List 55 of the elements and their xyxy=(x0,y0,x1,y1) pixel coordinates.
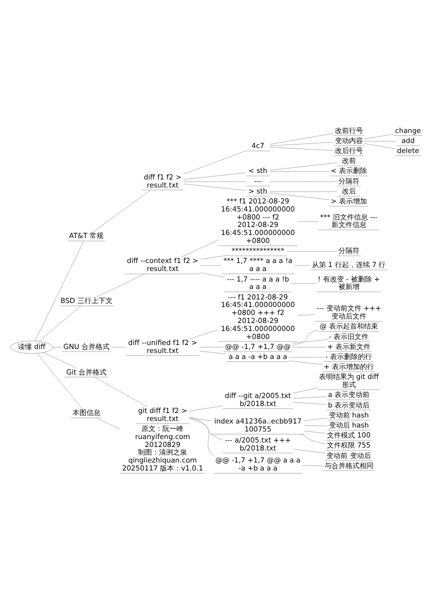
connector xyxy=(270,191,338,192)
connector xyxy=(304,417,328,420)
connector xyxy=(199,350,227,354)
connector xyxy=(200,272,224,277)
connector xyxy=(288,356,324,358)
connector xyxy=(183,150,246,174)
connector xyxy=(189,417,212,420)
connector xyxy=(200,254,230,260)
connector xyxy=(270,162,338,170)
connector xyxy=(364,133,394,139)
connector xyxy=(189,416,215,456)
connector xyxy=(96,417,120,429)
connector xyxy=(183,180,246,182)
connector xyxy=(291,282,317,284)
connector xyxy=(292,448,326,453)
connector xyxy=(270,141,334,146)
connector xyxy=(288,360,323,364)
connector xyxy=(180,239,218,257)
connector xyxy=(292,402,327,404)
connector xyxy=(96,273,145,297)
connector xyxy=(270,180,338,182)
connector xyxy=(92,189,151,232)
connector xyxy=(292,346,326,347)
connector xyxy=(300,433,326,444)
connector xyxy=(200,264,222,266)
connector xyxy=(189,405,223,411)
connector xyxy=(364,142,396,149)
connector xyxy=(52,346,62,347)
connector xyxy=(38,305,81,342)
connector xyxy=(183,183,246,190)
connector xyxy=(94,376,148,407)
connector xyxy=(189,329,219,339)
connector xyxy=(297,314,316,316)
connector xyxy=(183,172,246,180)
connector xyxy=(270,132,334,144)
connector xyxy=(292,338,328,344)
connector xyxy=(189,418,223,440)
connector xyxy=(36,352,83,409)
connector xyxy=(292,396,328,398)
connector xyxy=(302,464,324,466)
connector xyxy=(199,346,224,347)
connector xyxy=(364,140,396,141)
connector xyxy=(297,220,318,222)
connector xyxy=(270,192,330,200)
connector xyxy=(270,170,330,172)
connector xyxy=(43,352,77,368)
connector xyxy=(304,425,328,426)
connector xyxy=(34,240,84,341)
connector xyxy=(110,346,126,347)
connector xyxy=(304,430,326,434)
connector xyxy=(294,264,311,266)
connector xyxy=(292,328,319,346)
connector xyxy=(270,146,334,150)
connector xyxy=(286,250,338,252)
connector xyxy=(292,387,318,393)
